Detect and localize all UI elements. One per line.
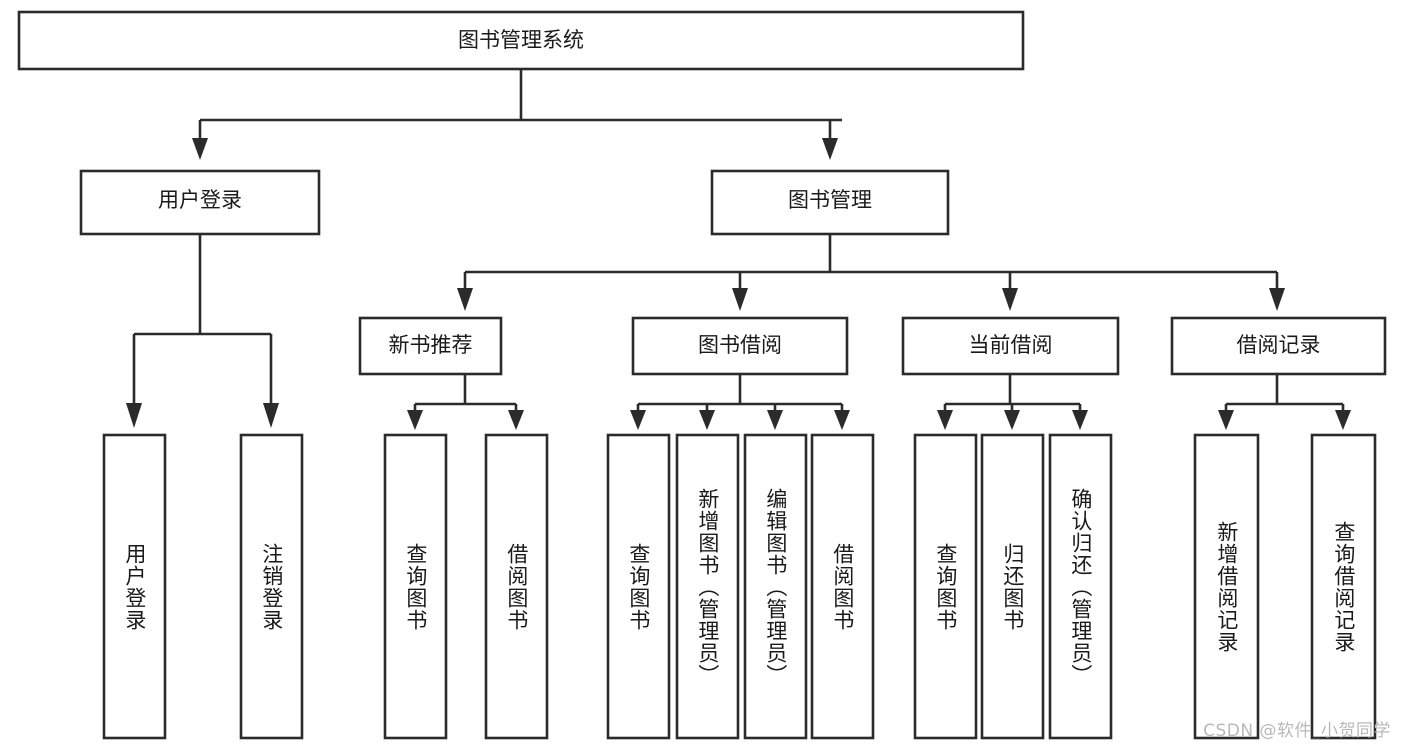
- connector-group-new-book: [407, 374, 524, 430]
- arrow-borrow-to-borrowbook: [834, 410, 850, 430]
- arrow-borrow-to-edit: [767, 410, 783, 430]
- arrow-borrow-to-query: [630, 410, 646, 430]
- connector-group-root: [192, 69, 842, 160]
- node-box-user-login[interactable]: [79, 169, 321, 236]
- arrow-bookmgmt-to-record: [1269, 288, 1285, 311]
- arrow-borrow-to-add: [699, 410, 715, 430]
- arrow-newbook-to-query: [407, 410, 423, 430]
- node-box-new-book-recommend[interactable]: [358, 316, 503, 376]
- node-box-leaf-query-record[interactable]: [1310, 433, 1377, 740]
- arrow-record-to-add: [1218, 410, 1234, 430]
- arrow-root-to-login: [192, 138, 208, 160]
- connector-group-user-login: [126, 234, 279, 428]
- arrow-bookmgmt-to-newbook: [457, 288, 473, 311]
- arrow-current-to-confirm: [1072, 410, 1088, 430]
- node-box-leaf-user-login[interactable]: [102, 433, 167, 740]
- node-box-book-management[interactable]: [710, 169, 950, 236]
- arrow-newbook-to-borrow: [508, 410, 524, 430]
- arrow-current-to-query: [937, 410, 953, 430]
- arrow-current-to-return: [1004, 410, 1020, 430]
- connector-group-borrow-record: [1218, 374, 1351, 430]
- node-box-leaf-logout[interactable]: [239, 433, 304, 740]
- node-box-root[interactable]: [17, 10, 1025, 71]
- arrow-bookmgmt-to-borrow: [732, 288, 748, 311]
- node-box-leaf-add-book[interactable]: [675, 433, 740, 740]
- arrow-bookmgmt-to-current: [1002, 288, 1018, 311]
- node-box-leaf-borrow-book-2[interactable]: [810, 433, 875, 740]
- arrow-login-to-userlogin: [126, 403, 142, 428]
- node-box-leaf-confirm-return[interactable]: [1048, 433, 1113, 740]
- connector-group-book-management: [457, 234, 1285, 311]
- arrow-root-to-bookmgmt: [822, 138, 838, 160]
- node-box-book-borrow[interactable]: [631, 316, 849, 376]
- node-box-leaf-borrow-book-1[interactable]: [484, 433, 549, 740]
- arrow-record-to-query: [1335, 410, 1351, 430]
- arrow-login-to-logout: [263, 403, 279, 428]
- node-box-leaf-query-book-3[interactable]: [913, 433, 978, 740]
- node-box-current-borrow[interactable]: [901, 316, 1120, 376]
- node-box-leaf-add-record[interactable]: [1193, 433, 1260, 740]
- node-box-leaf-return-book[interactable]: [980, 433, 1045, 740]
- node-box-leaf-edit-book[interactable]: [743, 433, 808, 740]
- connector-group-book-borrow: [630, 374, 850, 430]
- connector-group-current-borrow: [937, 374, 1088, 430]
- node-box-leaf-query-book-1[interactable]: [383, 433, 448, 740]
- csdn-watermark: CSDN @软件_小贺同学: [1203, 721, 1391, 741]
- node-box-borrow-record[interactable]: [1170, 316, 1387, 376]
- node-box-leaf-query-book-2[interactable]: [606, 433, 671, 740]
